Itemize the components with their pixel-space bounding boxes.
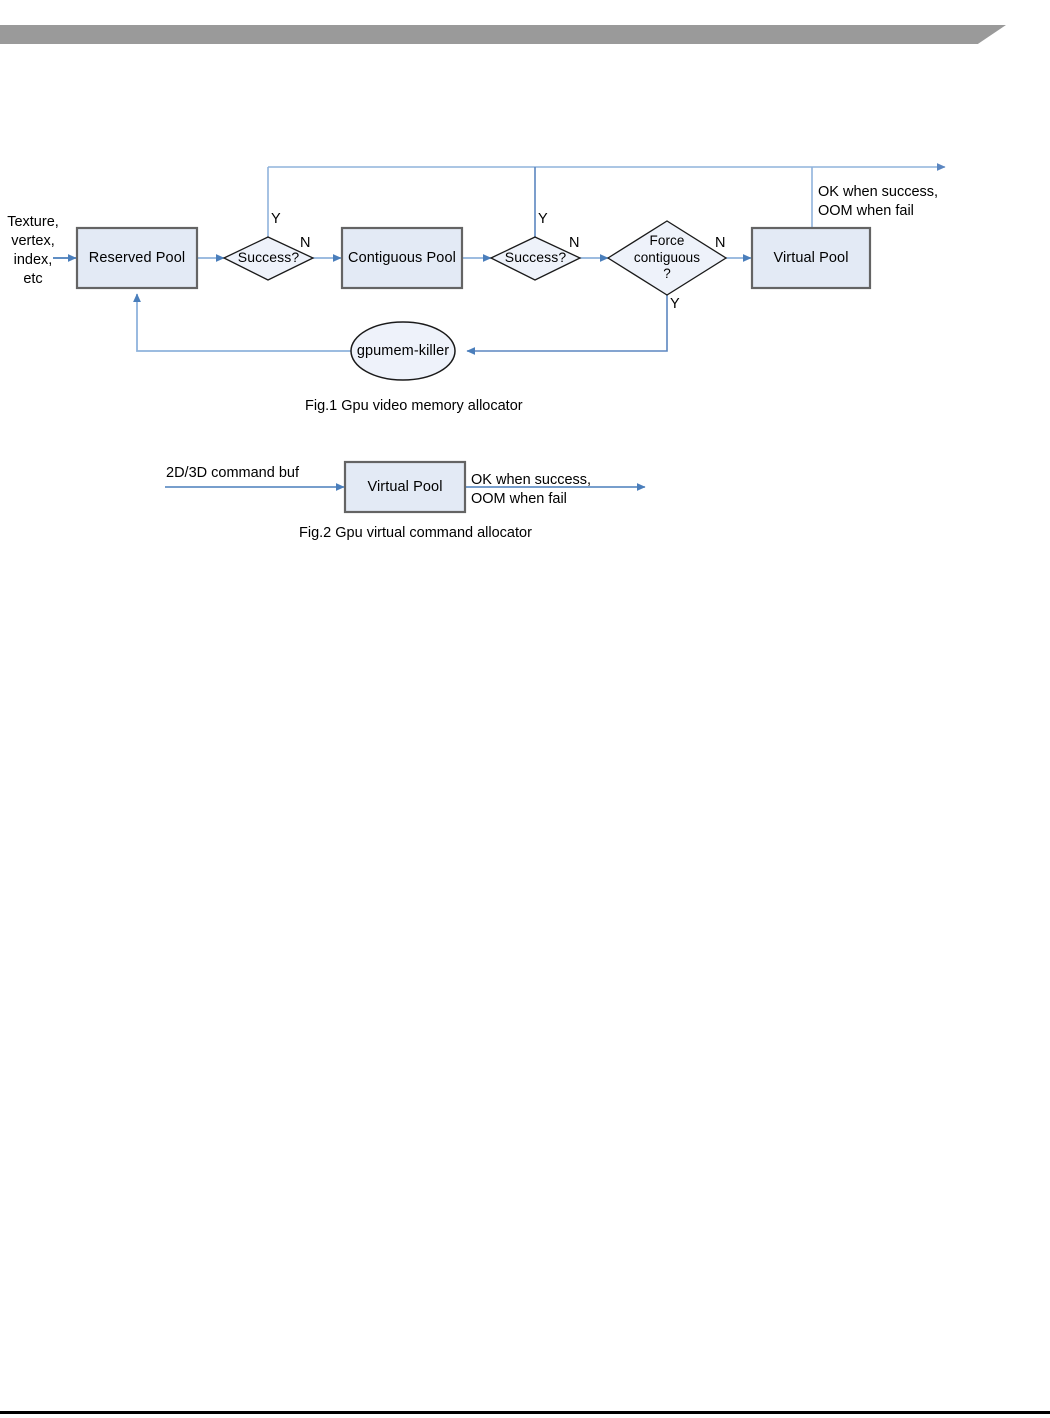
fig1-caption: Fig.1 Gpu video memory allocator <box>305 398 523 414</box>
branch-label-success1-yes: Y <box>271 211 281 227</box>
node-force-contiguous-decision <box>606 220 728 296</box>
node-virtual-pool-2 <box>343 460 467 514</box>
fig1-nodes <box>75 220 872 381</box>
fig1-input-label: Texture, vertex, index, etc <box>7 214 59 288</box>
node-label-force-contiguous: Force contiguous ? <box>633 233 701 282</box>
node-label-reserved-pool: Reserved Pool <box>88 249 186 266</box>
connector-killer-reserved <box>133 293 352 352</box>
branch-label-success2-no: N <box>569 235 580 251</box>
node-label-success-1: Success? <box>237 249 300 266</box>
fig1-connectors <box>53 163 946 355</box>
fig2-output-label: OK when success, OOM when fail <box>471 472 592 508</box>
fig2-caption: Fig.2 Gpu virtual command allocator <box>299 525 532 541</box>
branch-label-success2-yes: Y <box>538 211 548 227</box>
node-label-virtual-pool-2: Virtual Pool <box>367 478 443 495</box>
branch-label-force-yes: Y <box>670 296 680 312</box>
connector-force-yes-killer <box>466 295 668 355</box>
node-virtual-pool <box>750 226 872 290</box>
branch-label-force-no: N <box>715 235 726 251</box>
node-label-gpumem-killer: gpumem-killer <box>356 342 450 359</box>
node-label-contiguous-pool: Contiguous Pool <box>348 249 456 266</box>
header-band <box>0 25 1006 44</box>
node-success-decision-1 <box>222 236 315 281</box>
node-label-success-2: Success? <box>504 249 567 266</box>
footer-rule <box>0 1411 1050 1414</box>
branch-label-success1-no: N <box>300 235 311 251</box>
node-contiguous-pool <box>340 226 464 290</box>
fig1-output-label: OK when success, OOM when fail <box>818 184 939 220</box>
fig2-nodes <box>343 460 467 514</box>
node-success-decision-2 <box>489 236 582 281</box>
node-gpumem-killer <box>350 321 456 381</box>
fig2-input-label: 2D/3D command buf <box>166 465 299 481</box>
node-label-virtual-pool: Virtual Pool <box>773 249 849 266</box>
node-reserved-pool <box>75 226 199 290</box>
